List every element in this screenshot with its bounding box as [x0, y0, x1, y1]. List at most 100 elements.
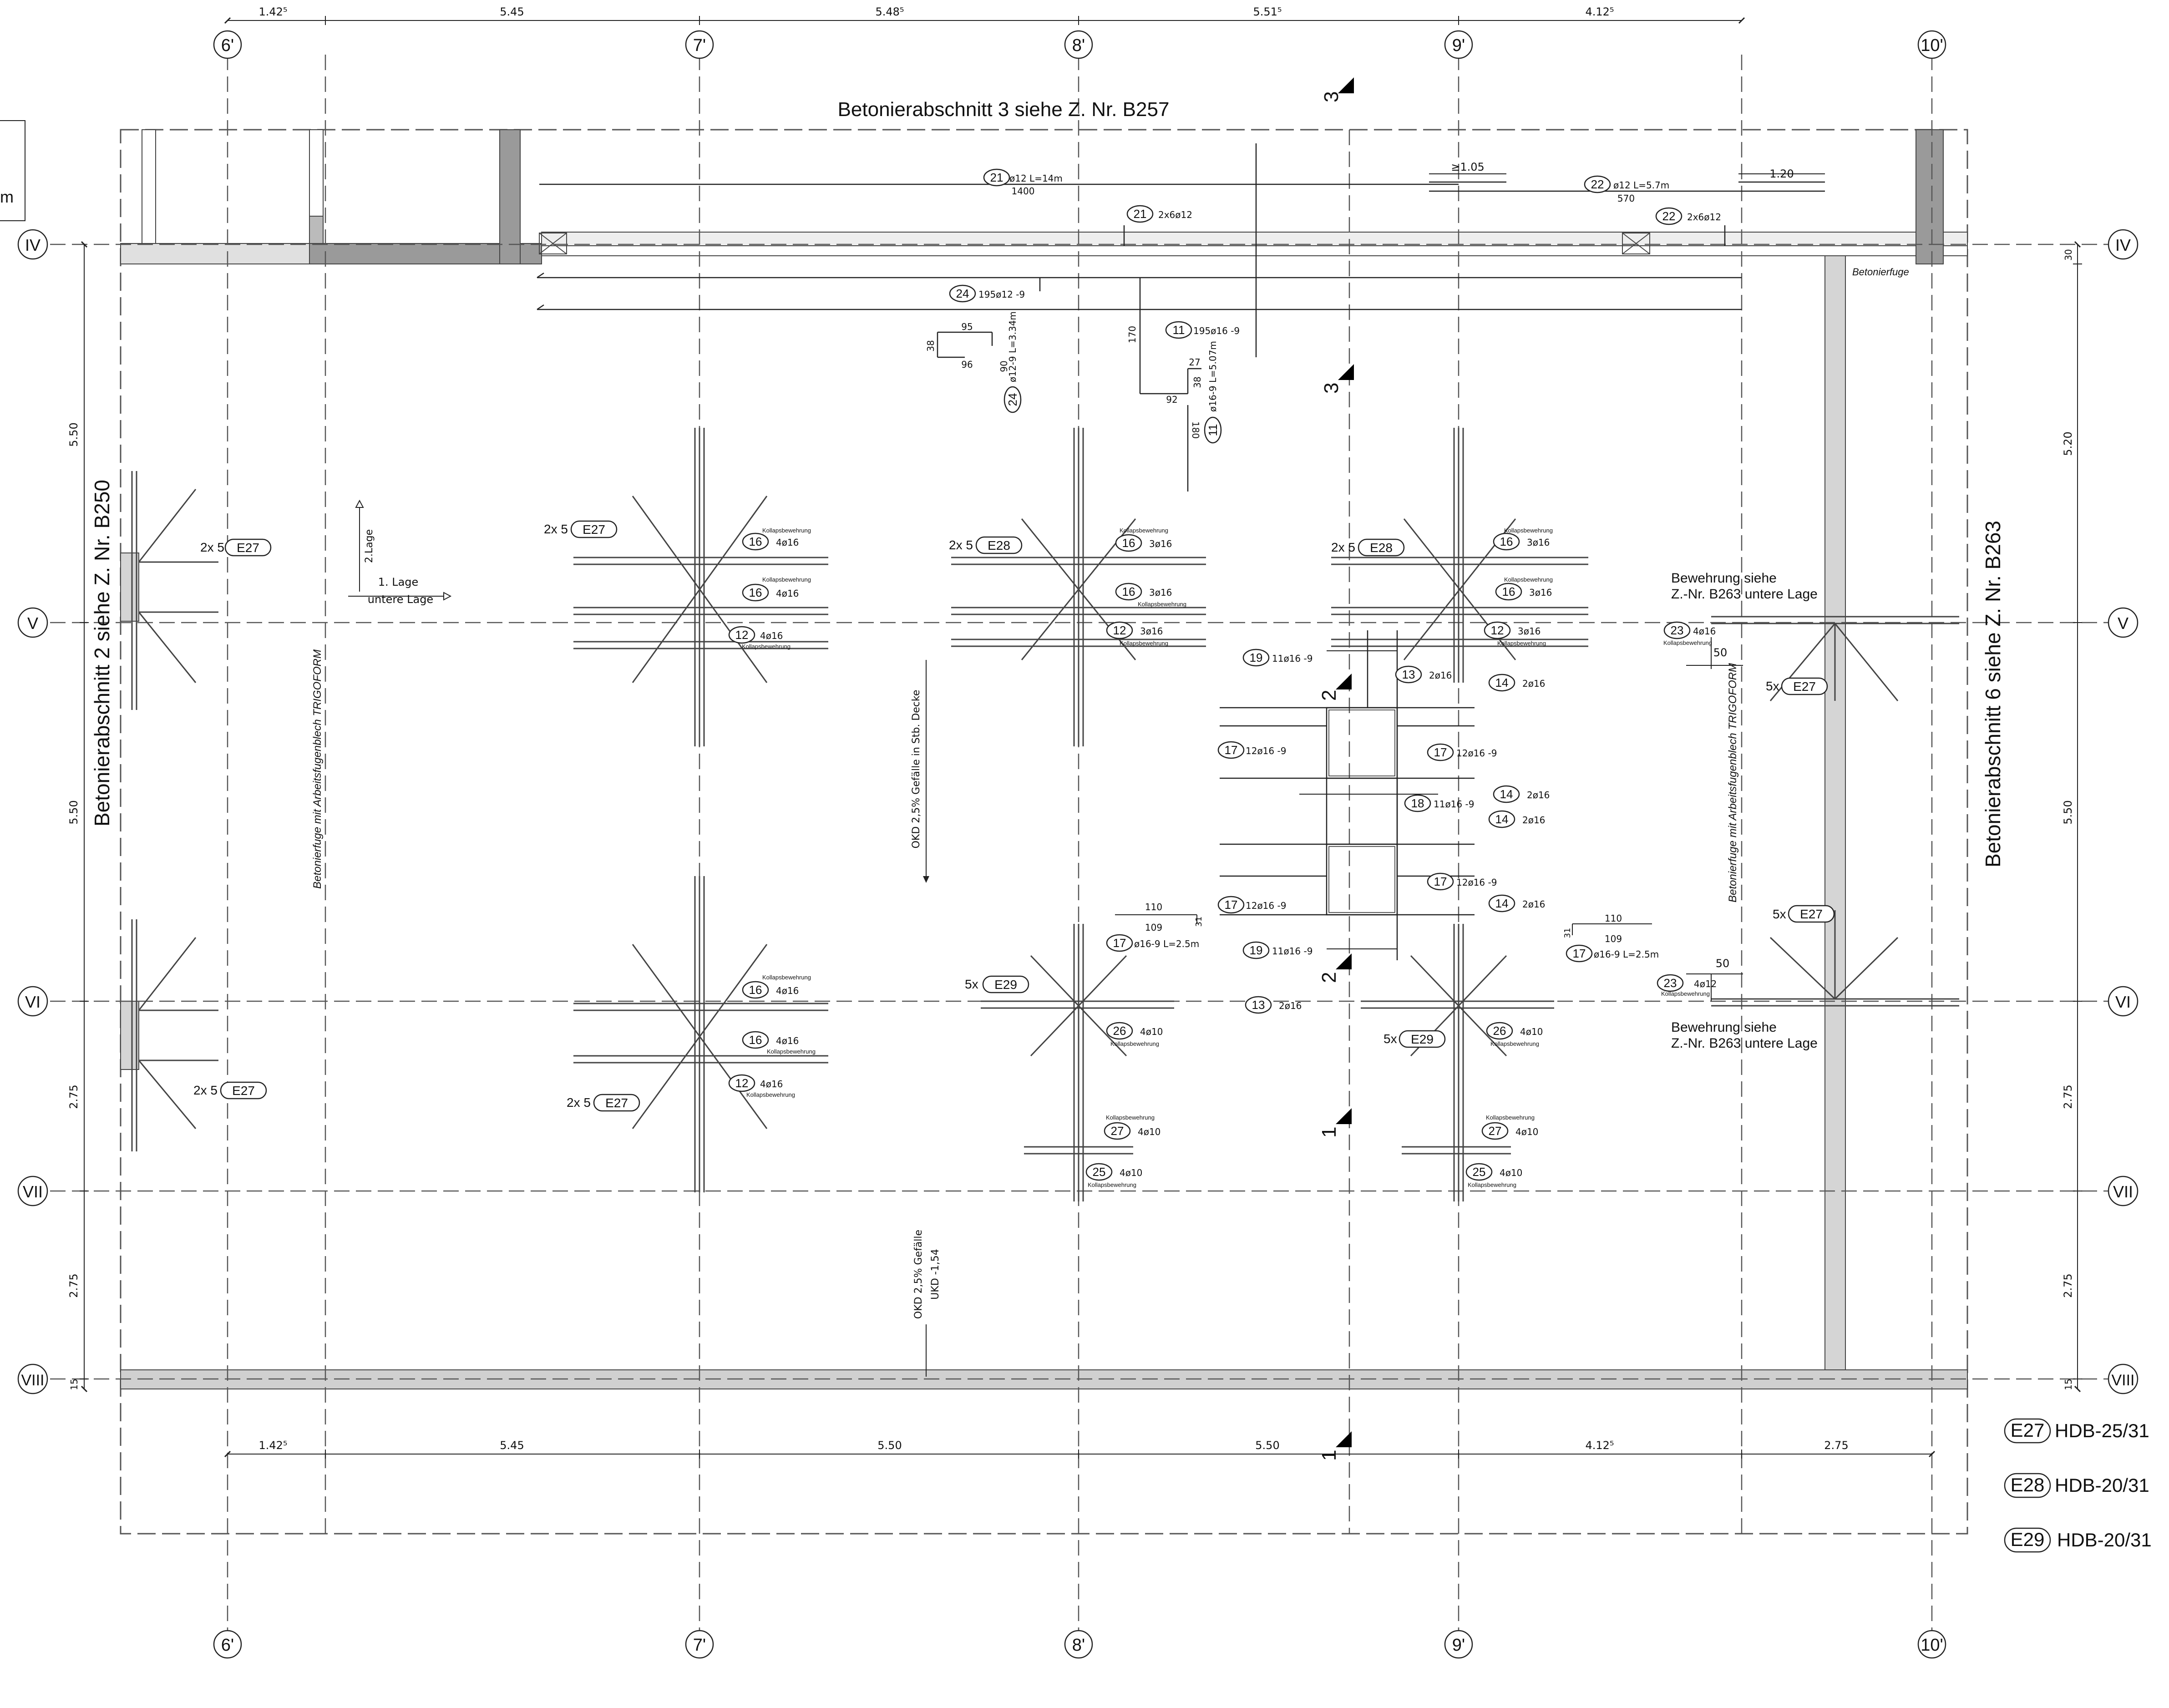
svg-text:VI: VI: [2115, 993, 2131, 1011]
svg-text:12ø16 -9: 12ø16 -9: [1246, 900, 1286, 911]
svg-text:15: 15: [69, 1379, 80, 1390]
svg-text:Kollapsbewehrung: Kollapsbewehrung: [762, 576, 811, 583]
svg-text:180: 180: [1190, 421, 1201, 439]
svg-text:4ø10: 4ø10: [1520, 1026, 1543, 1037]
row-bubbles: IV V VI VII VIII IV V VI VII VIII: [17, 229, 2139, 1394]
section-markers: 3 3 2 2 1 1: [1318, 77, 1354, 1461]
svg-text:4.12⁵: 4.12⁵: [1585, 1439, 1614, 1452]
svg-text:E29: E29: [2011, 1529, 2045, 1550]
svg-text:17: 17: [1225, 898, 1238, 912]
svg-text:1: 1: [1318, 1127, 1340, 1138]
title-top: Betonierabschnitt 3 siehe Z. Nr. B257: [838, 98, 1170, 121]
top-rebar: [537, 143, 1825, 492]
svg-text:4.12⁵: 4.12⁵: [1585, 5, 1614, 18]
svg-text:5x: 5x: [1766, 679, 1779, 693]
svg-text:14: 14: [1495, 812, 1509, 826]
svg-text:E28: E28: [2011, 1474, 2045, 1495]
svg-text:2x 5: 2x 5: [1331, 540, 1355, 554]
svg-text:4ø10: 4ø10: [1138, 1126, 1161, 1137]
bewehrung-note-1: Bewehrung siehe: [1671, 571, 1777, 586]
svg-text:5.20: 5.20: [2062, 431, 2074, 456]
punching-star-nodes: [131, 428, 1959, 1201]
svg-text:5.50: 5.50: [2062, 800, 2074, 824]
svg-text:12: 12: [1491, 623, 1504, 637]
svg-text:4ø16: 4ø16: [776, 537, 799, 548]
svg-text:1: 1: [1318, 1450, 1340, 1461]
svg-text:13: 13: [1402, 668, 1415, 681]
rebar-tags-opening: 19 11ø16 -9 13 2ø16 14 2ø16 17 12ø16 -9 …: [1106, 649, 1659, 1014]
svg-text:11ø16 -9: 11ø16 -9: [1272, 946, 1313, 957]
svg-text:HDB-25/31: HDB-25/31: [2055, 1420, 2149, 1441]
svg-text:VII: VII: [2113, 1182, 2133, 1201]
svg-text:V: V: [2118, 614, 2128, 633]
svg-text:VIII: VIII: [21, 1372, 44, 1389]
svg-text:12: 12: [735, 628, 749, 642]
layer-indicator: [348, 499, 452, 601]
svg-text:E27: E27: [2011, 1419, 2045, 1441]
svg-text:E29: E29: [1411, 1032, 1434, 1046]
column-bubbles: 6' 7' 8' 9' 10' 6' 7' 8' 9' 10': [213, 30, 1946, 1659]
svg-text:Kollapsbewehrung: Kollapsbewehrung: [1110, 1040, 1159, 1047]
svg-text:5x: 5x: [1383, 1032, 1397, 1046]
svg-text:7': 7': [693, 36, 706, 55]
svg-text:OKD 2,5% Gefälle: OKD 2,5% Gefälle: [913, 1230, 924, 1319]
svg-text:17: 17: [1113, 936, 1126, 950]
svg-text:16: 16: [749, 586, 762, 599]
svg-text:3: 3: [1320, 383, 1343, 394]
svg-text:E28: E28: [988, 538, 1010, 552]
svg-text:3ø16: 3ø16: [1149, 538, 1172, 549]
svg-text:ø16-9 L=5.07m: ø16-9 L=5.07m: [1207, 341, 1218, 412]
svg-text:2.75: 2.75: [2062, 1085, 2074, 1109]
svg-text:2x 5: 2x 5: [544, 522, 568, 536]
svg-text:17: 17: [1573, 947, 1586, 960]
svg-text:26: 26: [1113, 1024, 1126, 1038]
walls: [120, 129, 1968, 1389]
svg-text:5.50: 5.50: [67, 422, 80, 446]
svg-text:195ø16 -9: 195ø16 -9: [1193, 325, 1240, 336]
svg-text:11ø16 -9: 11ø16 -9: [1272, 653, 1313, 664]
svg-text:109: 109: [1605, 933, 1622, 944]
svg-text:12ø16 -9: 12ø16 -9: [1456, 748, 1497, 759]
svg-text:06: 06: [998, 360, 1009, 372]
rebar-mark-tags-top: 21 ø12 L=14m 1400 22 ø12 L=5.7m 570 21 2…: [949, 168, 1721, 444]
svg-text:E27: E27: [1793, 679, 1816, 694]
svg-text:Kollapsbewehrung: Kollapsbewehrung: [1661, 990, 1710, 997]
title-left: Betonierabschnitt 2 siehe Z. Nr. B250: [90, 480, 114, 826]
svg-text:Betonierfuge: Betonierfuge: [1852, 266, 1909, 278]
svg-text:17: 17: [1434, 745, 1447, 759]
svg-text:≥1.05: ≥1.05: [1451, 161, 1485, 173]
svg-text:5.48⁵: 5.48⁵: [875, 5, 904, 18]
svg-text:3ø16: 3ø16: [1518, 626, 1541, 637]
svg-text:24: 24: [1006, 393, 1019, 406]
svg-text:1.42⁵: 1.42⁵: [258, 5, 287, 18]
svg-text:5x: 5x: [1773, 907, 1786, 921]
svg-text:27: 27: [1189, 357, 1200, 368]
svg-text:18: 18: [1411, 796, 1424, 810]
svg-text:16: 16: [749, 1033, 762, 1047]
svg-text:570: 570: [1617, 193, 1635, 204]
svg-text:E27: E27: [237, 541, 259, 555]
svg-text:E27: E27: [583, 522, 605, 537]
svg-text:170: 170: [1127, 326, 1138, 343]
svg-text:3ø16: 3ø16: [1527, 537, 1550, 548]
svg-text:3ø16: 3ø16: [1529, 587, 1552, 598]
svg-text:4ø16: 4ø16: [776, 985, 799, 996]
legend: E27 HDB-25/31 E28 HDB-20/31 E29 HDB-20/3…: [2004, 1418, 2152, 1553]
rebar-tags-nodes: 16 4ø16 Kollapsbewehrung 16 4ø16 Kollaps…: [728, 527, 1729, 1188]
svg-text:2x 5: 2x 5: [193, 1083, 218, 1097]
svg-text:2.75: 2.75: [2062, 1273, 2074, 1297]
svg-text:3ø16: 3ø16: [1149, 587, 1172, 598]
svg-text:11: 11: [1206, 424, 1220, 436]
svg-text:22: 22: [1662, 209, 1676, 223]
svg-text:24: 24: [956, 287, 969, 300]
svg-text:14: 14: [1500, 787, 1513, 801]
svg-text:UKD -1,54: UKD -1,54: [930, 1249, 941, 1299]
svg-text:9': 9': [1452, 36, 1465, 55]
svg-text:22: 22: [1591, 177, 1604, 191]
svg-text:HDB-20/31: HDB-20/31: [2055, 1475, 2149, 1496]
svg-text:4ø16: 4ø16: [776, 588, 799, 599]
svg-text:Kollapsbewehrung: Kollapsbewehrung: [1120, 527, 1168, 534]
svg-text:Kollapsbewehrung: Kollapsbewehrung: [1504, 576, 1553, 583]
svg-text:Kollapsbewehrung: Kollapsbewehrung: [1504, 527, 1553, 534]
svg-text:2x 5: 2x 5: [949, 538, 973, 552]
